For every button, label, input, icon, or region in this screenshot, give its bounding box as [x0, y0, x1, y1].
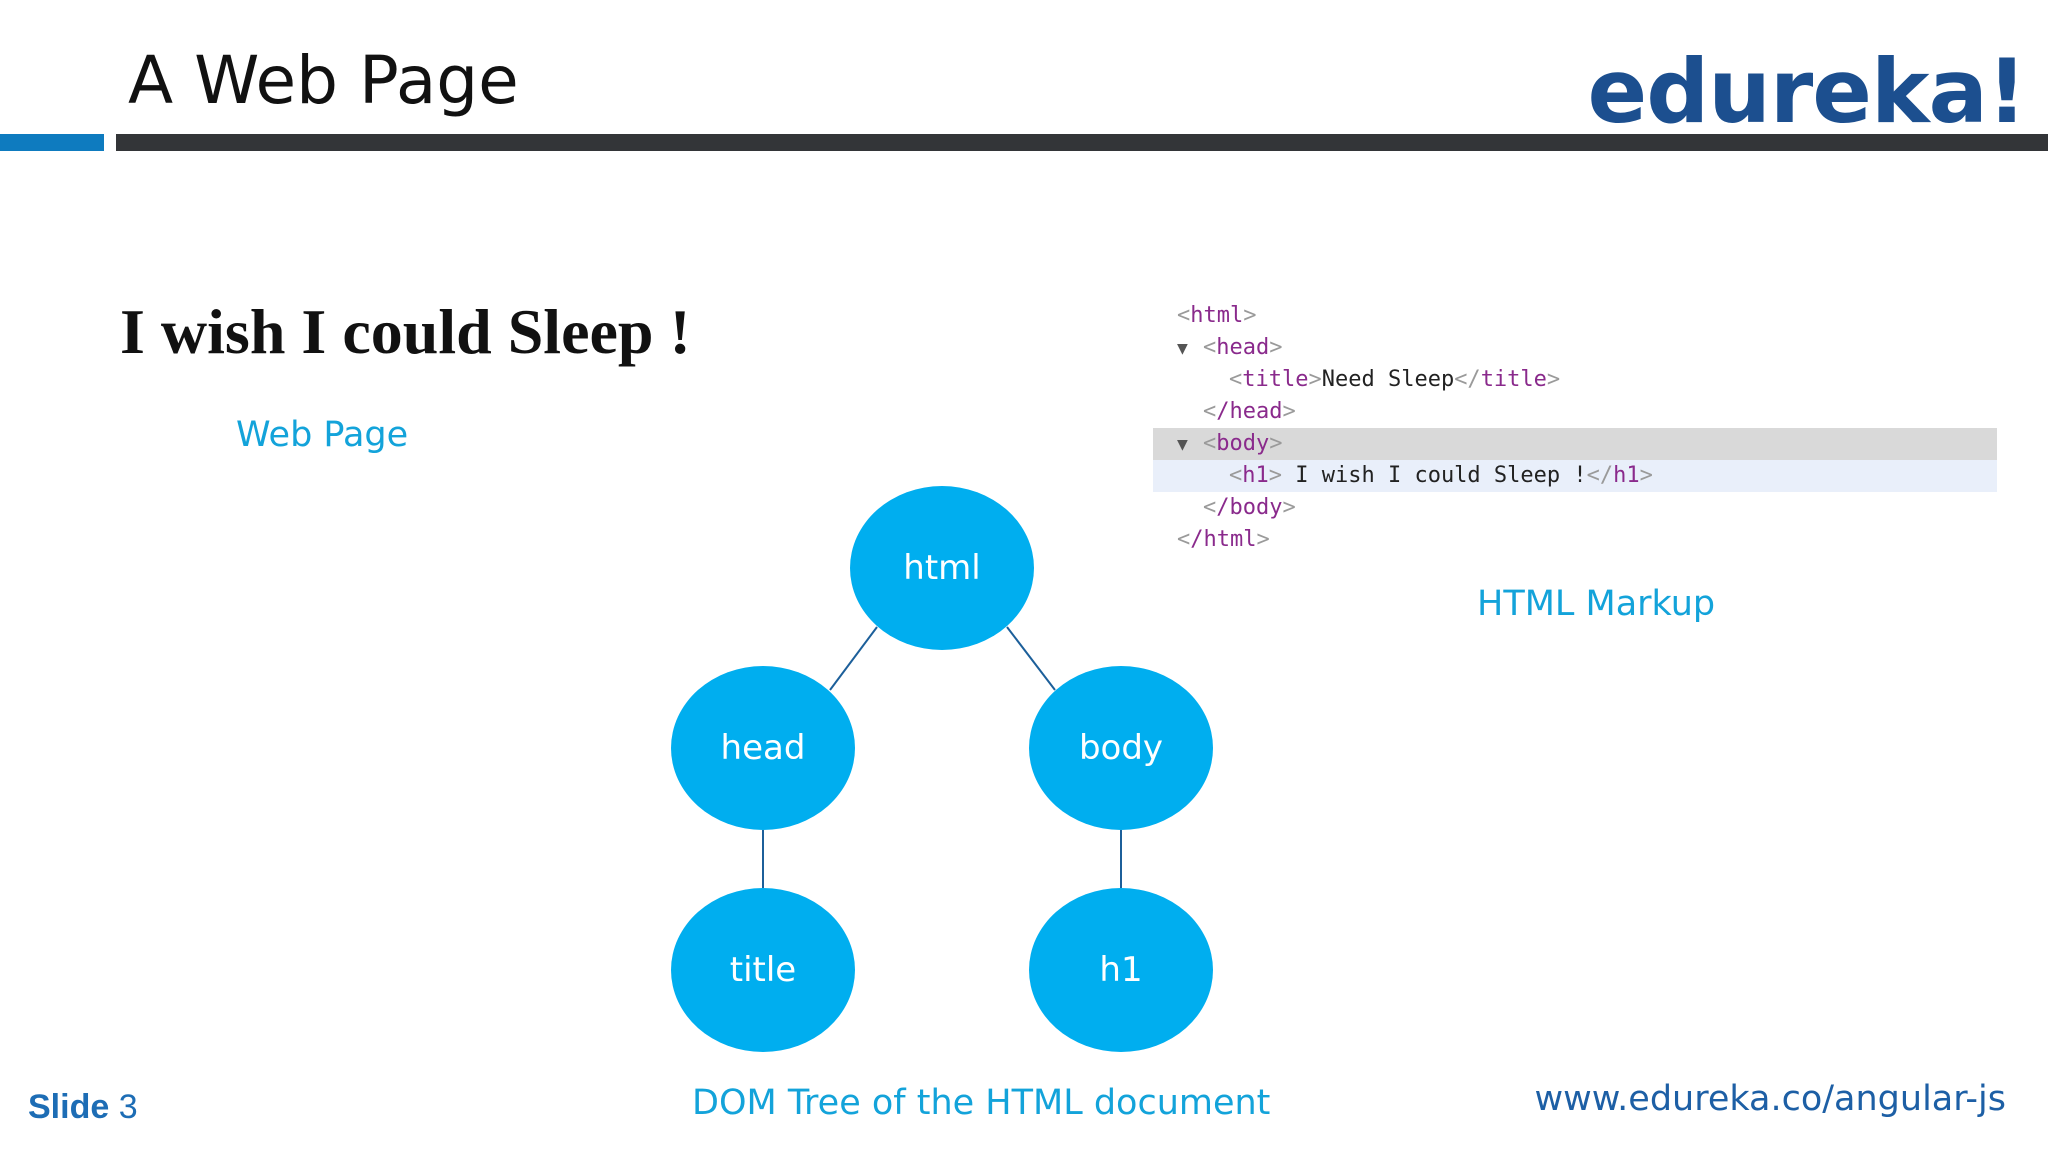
tree-node-title: title — [671, 888, 855, 1052]
svg-text:h1: h1 — [1099, 950, 1142, 990]
code-line-hovered[interactable]: <h1> I wish I could Sleep !</h1> — [1153, 460, 1997, 492]
edge-html-body — [1006, 626, 1056, 691]
svg-text:html: html — [903, 548, 980, 588]
collapse-triangle-icon[interactable]: ▼ — [1177, 434, 1188, 455]
slide-title: A Web Page — [128, 42, 519, 119]
code-line-selected[interactable]: ▼<body> — [1153, 428, 1997, 460]
tree-node-body: body — [1029, 666, 1213, 830]
code-line: </html> — [1177, 527, 1270, 552]
code-line: ▼<head> — [1153, 332, 1997, 364]
html-markup-caption: HTML Markup — [1477, 584, 1716, 624]
header-accent-bar — [0, 134, 104, 151]
tree-node-h1: h1 — [1029, 888, 1213, 1052]
edureka-logo: edureka! — [1587, 40, 2027, 143]
code-line: <html> — [1177, 303, 1257, 328]
code-line: </body> — [1203, 495, 1296, 520]
code-line: </head> — [1203, 399, 1296, 424]
code-line: <title>Need Sleep</title> — [1229, 367, 1561, 392]
rendered-heading: I wish I could Sleep ! — [120, 296, 691, 367]
slide-word: Slide — [28, 1088, 110, 1126]
svg-text:body: body — [1079, 728, 1163, 768]
tree-node-html: html — [850, 486, 1034, 650]
svg-text:title: title — [730, 950, 796, 990]
slide-number-value: 3 — [118, 1088, 138, 1126]
web-page-caption: Web Page — [236, 415, 409, 455]
dom-tree-caption: DOM Tree of the HTML document — [692, 1083, 1271, 1123]
header-divider-bar — [116, 134, 2048, 151]
footer-url-link[interactable]: www.edureka.co/angular-js — [1534, 1079, 2007, 1119]
html-markup-panel: <html> ▼<head> <title>Need Sleep</title>… — [1153, 300, 1997, 556]
collapse-triangle-icon[interactable]: ▼ — [1177, 338, 1188, 359]
svg-text:head: head — [721, 728, 806, 768]
tree-node-head: head — [671, 666, 855, 830]
edge-html-head — [829, 626, 878, 691]
slide-number: Slide 3 — [28, 1090, 138, 1124]
